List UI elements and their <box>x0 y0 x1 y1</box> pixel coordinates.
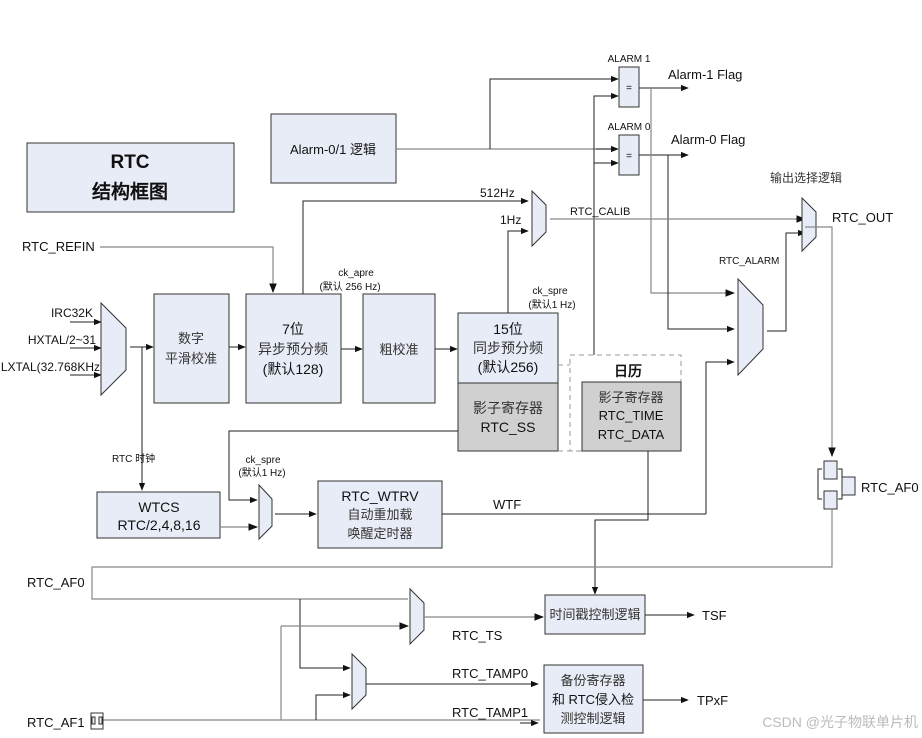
wtrv-block: RTC_WTRV 自动重加载 唤醒定时器 <box>317 480 443 549</box>
wtrv-line1: RTC_WTRV <box>341 488 419 504</box>
backup-line2: 和 RTC侵入检 <box>552 692 634 707</box>
rtc-af1-label: RTC_AF1 <box>27 715 85 730</box>
rtc-calib-label: RTC_CALIB <box>570 206 630 218</box>
wire-cal-timestamp <box>591 451 649 595</box>
rtc-refin-wire <box>100 246 277 293</box>
wtcs-line1: WTCS <box>138 499 179 515</box>
shadow-ss-block: 影子寄存器 RTC_SS <box>457 382 559 452</box>
calendar-line3: RTC_DATA <box>598 427 665 442</box>
rtc-tamp0-label: RTC_TAMP0 <box>452 666 528 681</box>
wtrv-line3: 唤醒定时器 <box>347 526 412 541</box>
wakeup-mux <box>258 483 273 541</box>
digital-smooth-line2: 平滑校准 <box>165 351 217 366</box>
ck-apre-label: ck_apre <box>338 268 374 279</box>
ck-spre2-default: (默认1 Hz) <box>238 466 285 479</box>
calendar-line2: RTC_TIME <box>599 408 664 423</box>
equal-icon: = <box>626 83 632 94</box>
alarm-mux <box>737 277 764 377</box>
calendar-line1: 影子寄存器 <box>598 390 663 405</box>
wire-1hz <box>507 227 529 313</box>
title-line1: RTC <box>110 152 149 173</box>
alarm1-label: ALARM 1 <box>608 54 651 65</box>
wire-ckspre-wakeup <box>228 430 458 504</box>
wire-flag0-mux <box>667 155 735 333</box>
output-select-label: 输出选择逻辑 <box>770 170 842 185</box>
alarm-logic-label: Alarm-0/1 逻辑 <box>290 142 376 157</box>
wtrv-line2: 自动重加载 <box>347 507 412 522</box>
coarse-cal-label: 粗校准 <box>379 342 418 357</box>
rtc-af0-right-label: RTC_AF0 <box>861 480 919 495</box>
wire-512hz <box>302 197 529 294</box>
backup-block: 备份寄存器 和 RTC侵入检 测控制逻辑 <box>543 664 644 734</box>
backup-line3: 测控制逻辑 <box>560 711 625 726</box>
sync-line2: 同步预分频 <box>473 340 543 356</box>
sync-prescaler-block: 15位 同步预分频 (默认256) <box>457 312 559 384</box>
wire-cal-alarm1 <box>593 92 619 355</box>
512hz-label: 512Hz <box>480 186 515 200</box>
rtc-af0-pad <box>817 460 856 510</box>
shadow-ss-line2: RTC_SS <box>481 419 536 435</box>
ck-apre-default: (默认 256 Hz) <box>319 280 380 293</box>
timestamp-block: 时间戳控制逻辑 <box>544 594 646 635</box>
wtcs-line2: RTC/2,4,8,16 <box>117 517 200 533</box>
async-prescaler-block: 7位 异步预分频 (默认128) <box>245 293 342 404</box>
alarm0-flag-label: Alarm-0 Flag <box>671 132 745 147</box>
ck-spre-default: (默认1 Hz) <box>528 298 575 311</box>
wire-af1-tamp-mux <box>315 691 351 720</box>
coarse-cal-block: 粗校准 <box>362 293 436 404</box>
digital-smooth-line1: 数字 <box>178 331 204 346</box>
tpxf-label: TPxF <box>697 693 728 708</box>
rtc-alarm-label: RTC_ALARM <box>719 256 779 267</box>
irc32k-label: IRC32K <box>51 306 93 320</box>
rtc-alarm-wire <box>767 229 806 332</box>
rtc-tamp1-label: RTC_TAMP1 <box>452 705 528 720</box>
rtc-clock-label: RTC 时钟 <box>112 452 155 465</box>
shadow-ss-line1: 影子寄存器 <box>473 400 543 416</box>
async-line3: (默认128) <box>263 361 324 377</box>
hxtal-label: HXTAL/2~31 <box>28 333 96 347</box>
rtc-out-label: RTC_OUT <box>832 210 893 225</box>
sync-line3: (默认256) <box>478 359 539 375</box>
wire-af0-tamp-mux <box>299 599 351 672</box>
alarm1-comparator: ALARM 1 = <box>608 54 651 108</box>
calendar-shadow-block: 影子寄存器 RTC_TIME RTC_DATA <box>581 381 682 452</box>
async-line2: 异步预分频 <box>258 341 328 357</box>
wtf-label: WTF <box>493 497 521 512</box>
rtc-af1-pad <box>90 712 104 730</box>
output-select-mux <box>801 196 817 253</box>
ck-spre2-label: ck_spre <box>245 455 280 466</box>
rtc-ts-label: RTC_TS <box>452 628 503 643</box>
title-line2: 结构框图 <box>92 180 168 203</box>
1hz-label: 1Hz <box>500 213 521 227</box>
calendar-title: 日历 <box>614 363 642 379</box>
watermark: CSDN @光子物联单片机 <box>762 714 918 730</box>
sync-line1: 15位 <box>493 321 523 337</box>
timestamp-label: 时间戳控制逻辑 <box>549 607 640 622</box>
rtc-out-wire <box>805 226 836 457</box>
async-line1: 7位 <box>282 321 304 337</box>
tsf-label: TSF <box>702 608 727 623</box>
ck-spre-label: ck_spre <box>532 286 567 297</box>
wire-alarm1-in <box>489 75 619 149</box>
alarm0-label: ALARM 0 <box>608 122 651 133</box>
alarm0-comparator: ALARM 0 = <box>608 122 651 176</box>
digital-smooth-block: 数字 平滑校准 <box>153 293 230 404</box>
calib-mux <box>531 189 547 248</box>
rtc-refin-label: RTC_REFIN <box>22 239 95 254</box>
backup-line1: 备份寄存器 <box>560 673 625 688</box>
equal-icon: = <box>626 151 632 162</box>
wire-flag1-mux <box>650 88 735 297</box>
alarm-logic-block: Alarm-0/1 逻辑 <box>270 113 397 184</box>
clock-source-mux <box>100 301 127 397</box>
title-box: RTC 结构框图 <box>26 142 235 213</box>
timestamp-mux <box>409 587 425 646</box>
alarm1-flag-label: Alarm-1 Flag <box>668 67 742 82</box>
rtc-af0-loop <box>91 509 833 600</box>
wtcs-block: WTCS RTC/2,4,8,16 <box>96 491 221 539</box>
rtc-af0-left-label: RTC_AF0 <box>27 575 85 590</box>
wire-wtf-alarm-mux <box>705 358 735 514</box>
tamper-mux <box>351 652 367 711</box>
lxtal-label: LXTAL(32.768KHz) <box>1 360 104 374</box>
